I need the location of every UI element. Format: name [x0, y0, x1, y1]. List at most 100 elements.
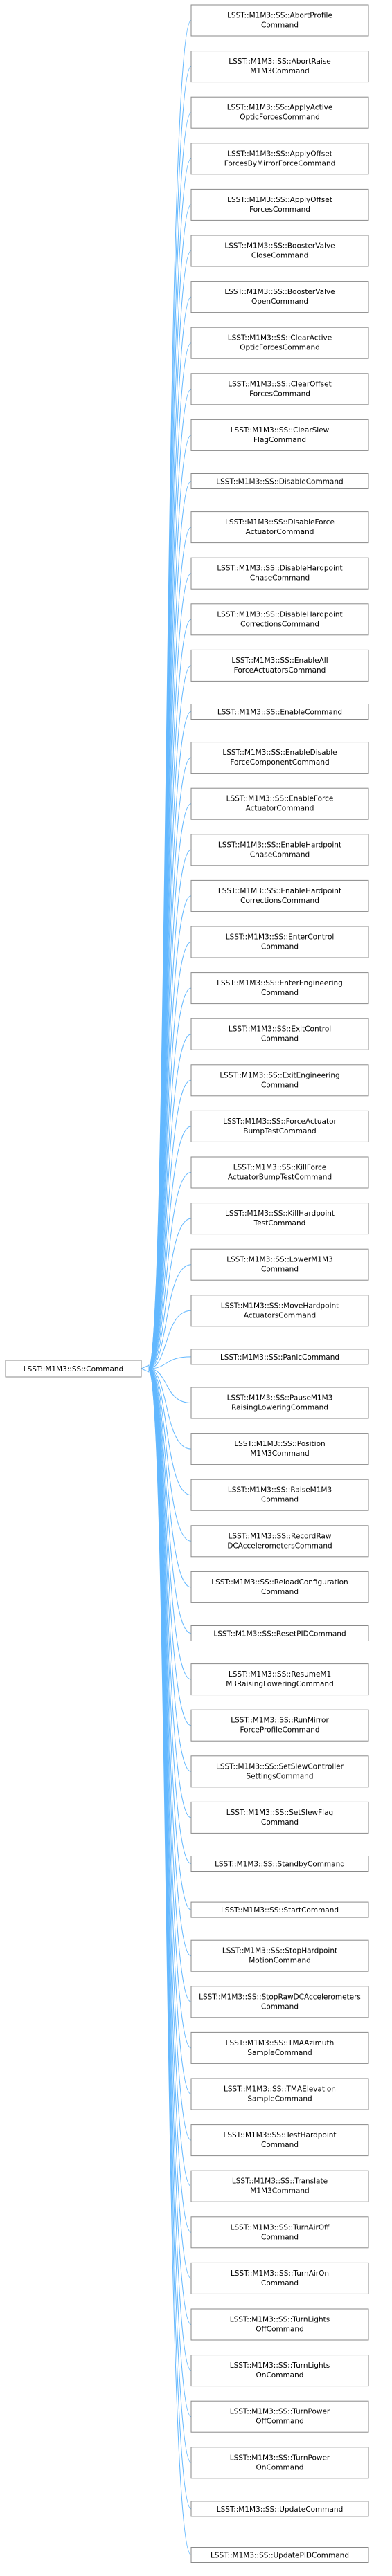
derived-class-label: LSST::M1M3::SS::RecordRaw — [229, 1532, 332, 1540]
derived-class-label: LSST::M1M3::SS::StopHardpoint — [222, 1947, 337, 1955]
derived-class-box — [190, 373, 369, 405]
derived-class-node[interactable]: LSST::M1M3::SS::DisableCommand — [190, 473, 369, 489]
inheritance-edge — [148, 1356, 192, 1369]
derived-class-label: LSST::M1M3::SS::ApplyOffset — [227, 196, 332, 204]
derived-class-box — [190, 281, 369, 313]
derived-class-label: CorrectionsCommand — [240, 620, 319, 628]
derived-class-node[interactable]: LSST::M1M3::SS::RecordRawDCAccelerometer… — [190, 1525, 369, 1558]
derived-class-label: LSST::M1M3::SS::EnableForce — [226, 795, 334, 803]
derived-class-label: ChaseCommand — [250, 574, 310, 583]
derived-class-node[interactable]: LSST::M1M3::SS::MoveHardpointActuatorsCo… — [190, 1295, 369, 1327]
derived-class-label: LSST::M1M3::SS::EnableHardpoint — [218, 841, 341, 849]
derived-class-label: LSST::M1M3::SS::ApplyOffset — [227, 149, 332, 158]
derived-class-label: LSST::M1M3::SS::RaiseM1M3 — [228, 1486, 332, 1495]
derived-class-box — [190, 1709, 369, 1742]
derived-class-node[interactable]: LSST::M1M3::SS::ForceActuatorBumpTestCom… — [190, 1110, 369, 1142]
derived-class-label: OpenCommand — [251, 298, 308, 306]
derived-class-node[interactable]: LSST::M1M3::SS::RunMirrorForceProfileCom… — [190, 1709, 369, 1742]
derived-class-node[interactable]: LSST::M1M3::SS::ResetPIDCommand — [190, 1625, 369, 1641]
derived-class-node[interactable]: LSST::M1M3::SS::EnableDisableForceCompon… — [190, 742, 369, 774]
derived-class-box — [190, 972, 369, 1005]
derived-class-label: LSST::M1M3::SS::StartCommand — [221, 1906, 339, 1915]
derived-class-label: LSST::M1M3::SS::KillHardpoint — [225, 1209, 335, 1218]
derived-class-node[interactable]: LSST::M1M3::SS::UpdatePIDCommand — [190, 2547, 369, 2563]
derived-class-node[interactable]: LSST::M1M3::SS::EnableHardpointCorrectio… — [190, 879, 369, 912]
derived-class-label: LSST::M1M3::SS::ForceActuator — [223, 1117, 337, 1126]
inheritance-edge — [148, 1034, 192, 1369]
derived-class-box — [190, 926, 369, 958]
derived-class-box — [190, 2031, 369, 2064]
derived-class-node[interactable]: LSST::M1M3::SS::ApplyActiveOpticForcesCo… — [190, 96, 369, 129]
derived-class-node[interactable]: LSST::M1M3::SS::EnableAllForceActuatorsC… — [190, 649, 369, 682]
derived-class-box — [190, 1387, 369, 1419]
derived-class-label: LSST::M1M3::SS::ResumeM1 — [229, 1670, 331, 1679]
derived-class-node[interactable]: LSST::M1M3::SS::KillForceActuatorBumpTes… — [190, 1156, 369, 1189]
derived-class-label: M1M3Command — [250, 67, 309, 75]
derived-class-node[interactable]: LSST::M1M3::SS::StopHardpointMotionComma… — [190, 1939, 369, 1972]
derived-class-node[interactable]: LSST::M1M3::SS::DisableHardpointCorrecti… — [190, 603, 369, 636]
derived-class-label: LSST::M1M3::SS::TurnLights — [230, 2362, 330, 2370]
derived-class-node[interactable]: LSST::M1M3::SS::EnableCommand — [190, 704, 369, 720]
derived-class-node[interactable]: LSST::M1M3::SS::ReloadConfigurationComma… — [190, 1571, 369, 1603]
derived-class-label: Command — [261, 1081, 299, 1089]
derived-class-node[interactable]: LSST::M1M3::SS::DisableHardpointChaseCom… — [190, 557, 369, 590]
derived-class-node[interactable]: LSST::M1M3::SS::DisableForceActuatorComm… — [190, 511, 369, 544]
derived-class-box — [190, 2547, 369, 2563]
derived-class-node[interactable]: LSST::M1M3::SS::SetSlewControllerSetting… — [190, 1755, 369, 1788]
derived-class-node[interactable]: LSST::M1M3::SS::StartCommand — [190, 1901, 369, 1918]
derived-class-label: Command — [261, 2002, 299, 2011]
base-class-node[interactable]: LSST::M1M3::SS::Command — [5, 1360, 142, 1378]
derived-class-box — [190, 1755, 369, 1788]
inheritance-edge — [148, 1368, 192, 1588]
derived-class-box — [190, 2355, 369, 2387]
derived-class-box — [190, 1018, 369, 1050]
derived-class-node[interactable]: LSST::M1M3::SS::StandbyCommand — [190, 1856, 369, 1872]
derived-class-node[interactable]: LSST::M1M3::SS::UpdateCommand — [190, 2501, 369, 2517]
derived-class-box — [190, 2501, 369, 2517]
derived-class-label: OnCommand — [256, 2463, 304, 2472]
derived-class-node[interactable]: LSST::M1M3::SS::EnableHardpointChaseComm… — [190, 834, 369, 866]
derived-class-node[interactable]: LSST::M1M3::SS::PanicCommand — [190, 1349, 369, 1365]
inheritance-edge — [148, 1368, 192, 1680]
derived-class-node[interactable]: LSST::M1M3::SS::ApplyOffsetForcesByMirro… — [190, 143, 369, 175]
derived-class-label: TestCommand — [253, 1219, 306, 1227]
derived-class-node[interactable]: LSST::M1M3::SS::PauseM1M3RaisingLowering… — [190, 1387, 369, 1419]
inheritance-edge — [148, 1368, 192, 1496]
inheritance-edge — [148, 1368, 192, 1726]
derived-class-node[interactable]: LSST::M1M3::SS::StopRawDCAccelerometersC… — [190, 1986, 369, 2018]
derived-class-node[interactable]: LSST::M1M3::SS::ClearActiveOpticForcesCo… — [190, 327, 369, 359]
derived-class-node[interactable]: LSST::M1M3::SS::ResumeM1M3RaisingLowerin… — [190, 1663, 369, 1696]
derived-class-label: OpticForcesCommand — [240, 344, 320, 352]
derived-class-node[interactable]: LSST::M1M3::SS::TMAElevationSampleComman… — [190, 2078, 369, 2110]
derived-class-label: LSST::M1M3::SS::DisableCommand — [216, 478, 343, 486]
derived-class-box — [190, 2308, 369, 2341]
derived-class-label: LSST::M1M3::SS::MoveHardpoint — [221, 1301, 339, 1310]
derived-class-box — [190, 834, 369, 866]
derived-class-node[interactable]: LSST::M1M3::SS::EnableForceActuatorComma… — [190, 787, 369, 820]
